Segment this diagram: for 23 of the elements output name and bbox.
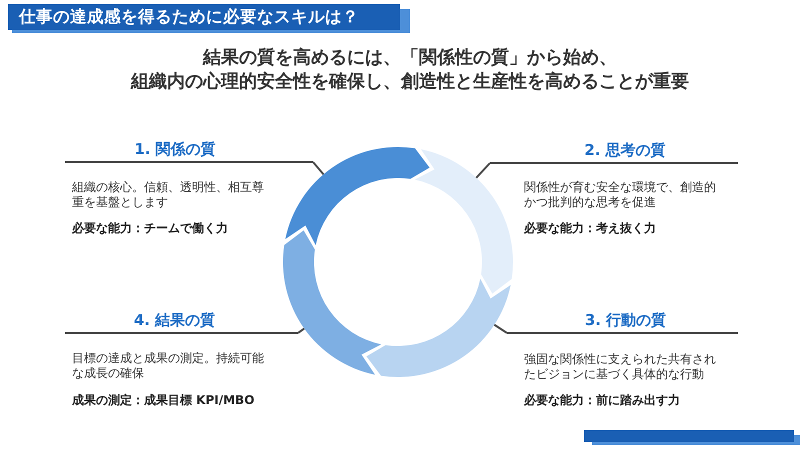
leader-line	[312, 161, 324, 176]
required-skill-text: 必要な能力：前に踏み出す力	[524, 393, 680, 408]
leader-line	[297, 328, 305, 334]
cycle-arrow-segment	[283, 230, 382, 375]
required-skill-text: 必要な能力：チームで働く力	[72, 221, 228, 236]
section-heading: 3. 行動の質	[507, 309, 738, 334]
required-skill-text: 成果の測定：成果目標 KPI/MBO	[72, 393, 254, 408]
required-skill-text: 必要な能力：考え抜く力	[524, 221, 656, 236]
description-text: 関係性が育む安全な環境で、創造的かつ批判的な思考を促進	[524, 180, 717, 210]
section-heading: 1. 関係の質	[65, 138, 313, 163]
subtitle-text: 結果の質を高めるには、「関係性の質」から始め、	[203, 46, 617, 70]
section-heading: 4. 結果の質	[65, 309, 298, 334]
leader-line	[476, 162, 491, 178]
section-heading: 2. 思考の質	[490, 139, 738, 164]
description-text: 強固な関係性に支えられた共有されたビジョンに基づく具体的な行動	[524, 352, 717, 382]
leader-line	[494, 324, 508, 334]
title-banner: 仕事の達成感を得るために必要なスキルは？	[8, 4, 410, 33]
cycle-arrow-segment	[285, 147, 430, 246]
cycle-arrow-segment	[414, 149, 513, 294]
cycle-arrow-segment	[366, 278, 511, 377]
subtitle-text: 組織内の心理的安全性を確保し、創造性と生産性を高めることが重要	[131, 70, 689, 94]
description-text: 目標の達成と成果の測定。持続可能な成長の確保	[72, 351, 265, 381]
description-text: 組織の核心。信頼、透明性、相互尊重を基盤とします	[72, 180, 265, 210]
